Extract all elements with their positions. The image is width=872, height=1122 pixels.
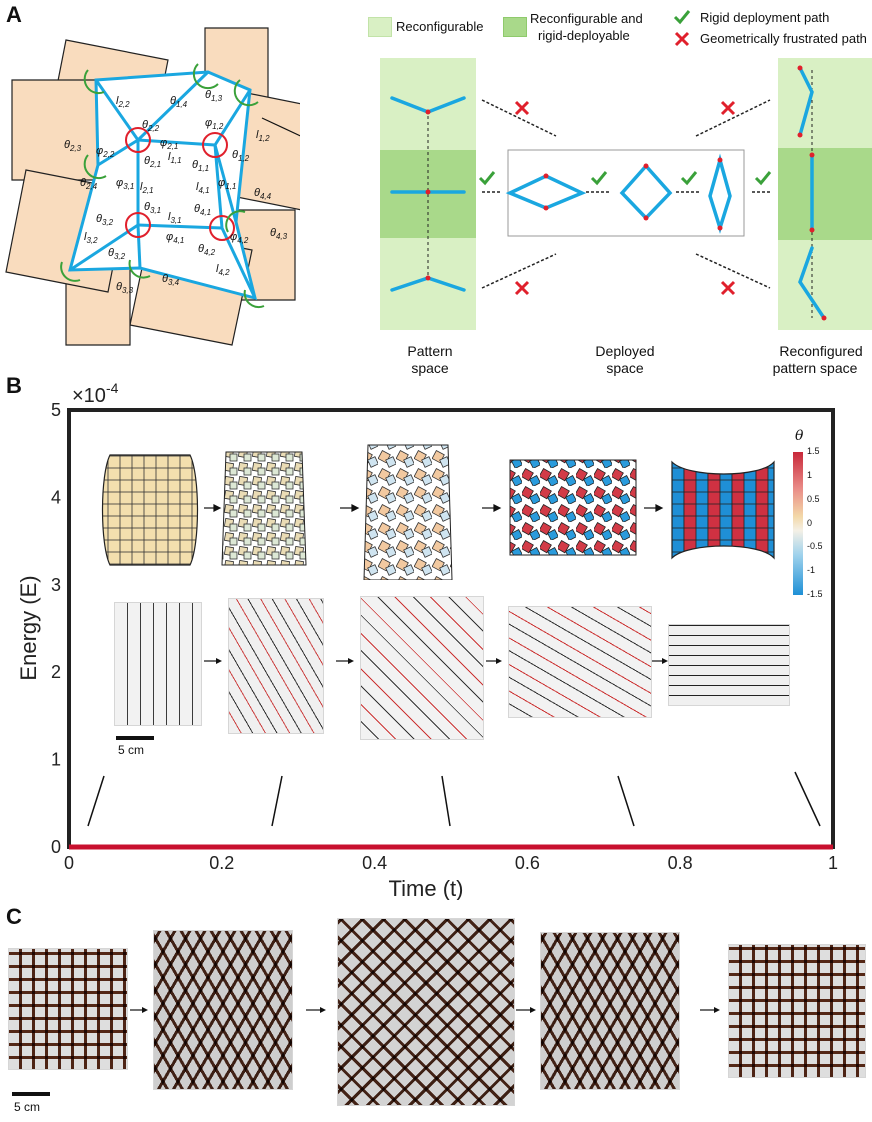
caption-pattern-2: space [411,360,449,376]
simulation-frames [101,444,775,580]
caption-deployed-1: Deployed [595,343,655,359]
photo-c-4 [540,932,680,1090]
scalebar-b-line [116,736,154,740]
y-tick-label: 5 [51,400,61,420]
x-tick-label: 0.6 [515,853,540,873]
colorbar-tick-label: -1.5 [807,589,823,599]
check-icon [673,10,691,25]
colorbar-tick-label: -0.5 [807,541,823,552]
cross-icon [674,31,690,47]
legend-deployable-label-1: Reconfigurable and [530,11,643,26]
x-tick-label: 0.4 [362,853,387,873]
y-tick-label: 2 [51,662,61,682]
snapshot-leader-lines [87,771,821,827]
x-tick-label: 0 [64,853,74,873]
legend-frustrated-path-label: Geometrically frustrated path [700,31,867,46]
unit-cell-schematic: l2,2 θ1,4 θ1,3 θ2,2 φ2,1 φ1,2 l1,2 θ2,3 … [5,27,300,346]
photo-c-1 [8,948,128,1070]
caption-pattern-1: Pattern [407,343,453,359]
y-tick-label: 3 [51,575,61,595]
colorbar-tick-label: 1 [807,469,813,480]
panel-label-a: A [6,2,22,27]
x-tick-label: 0.2 [209,853,234,873]
panel-label-b: B [6,373,22,398]
x-tick-label: 1 [828,853,838,873]
caption-reconfigured-2: pattern space [772,360,858,376]
colorbar-ticks: 1.5 1 0.5 0 -0.5 -1 -1.5 [807,446,837,600]
photo-c-2 [153,930,293,1090]
scalebar-c-line [12,1092,50,1096]
scalebar-b-label: 5 cm [118,743,145,757]
y-tick-label: 4 [51,487,61,507]
panel-label-c: C [6,904,22,929]
colorbar-tick-label: 0.5 [807,493,820,504]
photo-c-5 [728,944,866,1078]
x-tick-label: 0.8 [668,853,693,873]
legend-reconfigurable-label: Reconfigurable [396,19,484,34]
photo-frame-3 [360,596,484,740]
legend-deployable-label-2: rigid-deployable [538,28,630,43]
colorbar-tick-label: -1 [807,565,816,576]
legend-deployable-swatch [503,17,527,37]
photo-frame-5 [668,624,790,706]
legend-reconfigurable-swatch [368,17,392,37]
scalebar-c-label: 5 cm [14,1100,41,1114]
photo-c-arrows [130,1007,720,1013]
photo-frame-1 [114,602,202,726]
exponent-label: ×10-4 [72,380,119,407]
colorbar-tick-label: 0 [807,517,813,528]
caption-reconfigured-1: Reconfigured [779,343,863,359]
colorbar-title: θ [795,428,804,444]
configuration-spaces-diagram [380,58,872,330]
colorbar-tick-label: 1.5 [807,446,820,456]
photo-c-3 [337,918,515,1106]
x-axis-label: Time (t) [389,876,464,900]
y-tick-label: 1 [51,750,61,770]
photo-frame-2 [228,598,324,734]
legend-rigid-path-label: Rigid deployment path [700,10,830,25]
photo-frame-4 [508,606,652,718]
caption-deployed-2: space [606,360,644,376]
colorbar [793,452,803,595]
photo-arrows [204,658,668,664]
y-tick-label: 0 [51,837,61,857]
y-axis-label: Energy (E) [16,575,41,680]
